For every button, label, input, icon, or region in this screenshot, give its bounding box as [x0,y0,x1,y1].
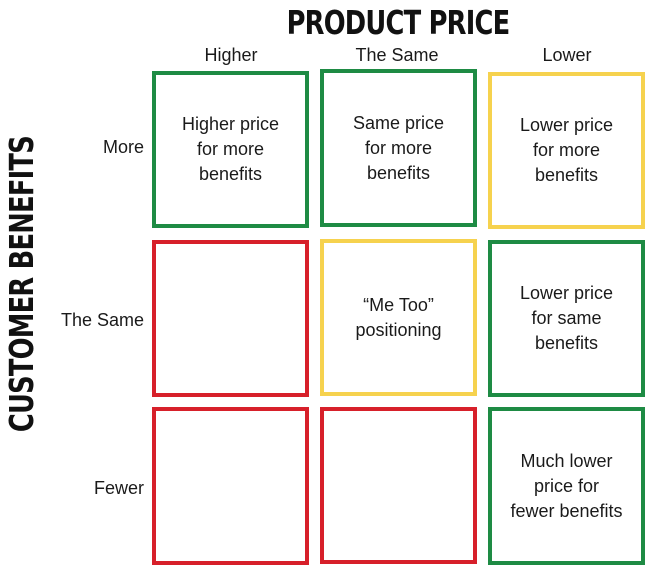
cell-text: “Me Too” positioning [355,294,442,340]
cell-text: Higher price for more benefits [181,114,280,184]
cell-lower-price-more-benefits: Lower price for more benefits [488,72,645,229]
row-label-the-same: The Same [60,310,144,330]
cell-much-lower-price-fewer-benefits: Much lower price for fewer benefits [488,407,645,565]
row-label-more: More [102,137,144,157]
cell-higher-price-more-benefits: Higher price for more benefits [152,71,309,228]
column-label-lower: Lower [542,45,592,65]
cell-higher-price-same-benefits [152,240,309,397]
cell-text: Same price for more benefits [352,112,445,183]
cell-text: Much lower price for fewer benefits [510,450,623,521]
column-label-higher: Higher [204,45,258,65]
cell-lower-price-same-benefits: Lower price for same benefits [488,240,645,397]
cell-text: Lower price for same benefits [519,283,614,353]
row-label-fewer: Fewer [93,478,144,498]
product-price-title: PRODUCT PRICE [286,3,511,42]
cell-higher-price-fewer-benefits [152,407,309,565]
cell-same-price-fewer-benefits [320,407,477,564]
cell-text: Lower price for more benefits [519,115,614,185]
cell-same-price-more-benefits: Same price for more benefits [320,69,477,227]
column-label-the-same: The Same [355,45,439,65]
cell-me-too-positioning: “Me Too” positioning [320,239,477,396]
